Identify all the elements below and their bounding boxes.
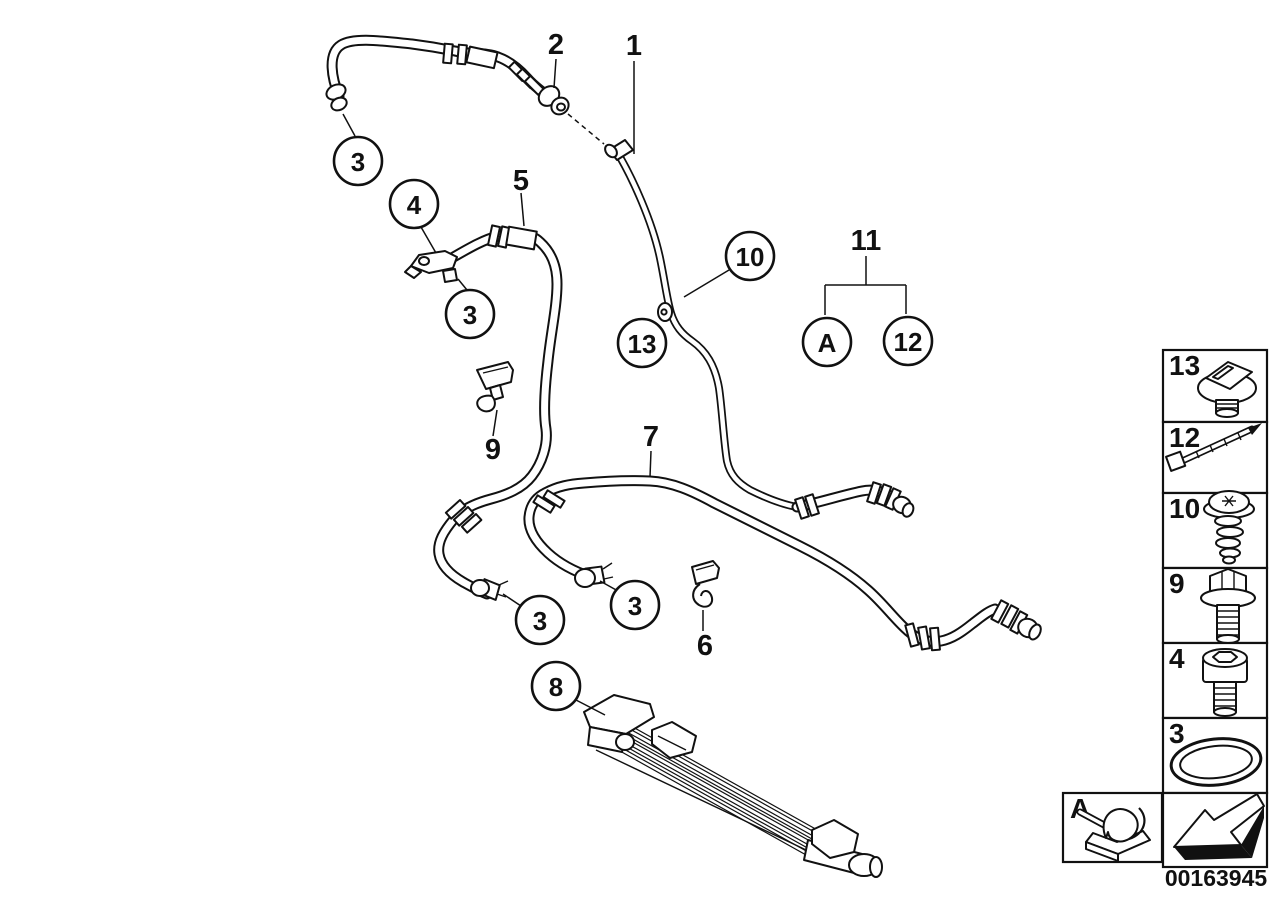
- hose-7-artwork: [523, 475, 1042, 652]
- svg-text:3: 3: [351, 147, 365, 177]
- callout-label-1[interactable]: 1: [626, 30, 642, 62]
- tapping-screw-icon: [1203, 490, 1255, 565]
- pipe-1-artwork: [604, 139, 915, 520]
- callout-circle-3a[interactable]: 3: [332, 135, 384, 187]
- callout-11-bracket: [824, 256, 907, 315]
- hose2-coupling: [465, 45, 499, 70]
- spring-clip-icon: [1076, 807, 1151, 862]
- pipe1-clamp: [804, 493, 820, 517]
- svg-text:3: 3: [463, 300, 477, 330]
- hose5-rib: [452, 506, 475, 527]
- legend-box-4[interactable]: 4: [1161, 641, 1269, 720]
- hose5-rib: [460, 513, 483, 534]
- socket-head-screw-icon: [1202, 648, 1248, 717]
- hose7-rib: [917, 625, 931, 651]
- callouts: 2 1 3 4 5 3 13 10 11 A 12: [332, 29, 934, 712]
- callout-circle-3b[interactable]: 3: [444, 288, 496, 340]
- hose2-fitting-nut: [330, 96, 348, 112]
- hose7-end-rib: [990, 599, 1010, 624]
- legend-box-10[interactable]: 10: [1161, 490, 1269, 570]
- svg-text:13: 13: [1169, 350, 1200, 381]
- callout-label-5[interactable]: 5: [513, 165, 529, 197]
- legend-box-12[interactable]: 12: [1161, 420, 1269, 495]
- callout-circle-3d[interactable]: 3: [609, 579, 661, 631]
- cooler-outlet-cap: [869, 856, 883, 878]
- callout-circle-4[interactable]: 4: [388, 178, 440, 230]
- svg-text:12: 12: [1169, 422, 1200, 453]
- bracket-9-artwork: [476, 361, 514, 413]
- hose-2-artwork: [325, 34, 570, 116]
- clamp-6-artwork: [691, 560, 720, 608]
- legend-box-a[interactable]: A: [1061, 791, 1164, 864]
- callout-circle-13[interactable]: 13: [616, 317, 668, 369]
- hose5-coupling: [505, 225, 538, 251]
- hose7-connector-ring: [574, 568, 596, 588]
- callout-circle-12[interactable]: 12: [882, 315, 934, 367]
- pipe1-fitting-cap: [604, 143, 618, 159]
- svg-text:10: 10: [736, 242, 765, 272]
- hex-flange-bolt-icon: [1200, 568, 1256, 644]
- expansion-rivet-icon: [1197, 361, 1257, 418]
- cooler-port: [615, 733, 635, 751]
- svg-text:13: 13: [628, 329, 657, 359]
- hose2-clamp: [442, 42, 454, 65]
- cable-tie-icon: [1165, 423, 1262, 472]
- hose7-clamp: [532, 494, 556, 514]
- legend-box-9[interactable]: 9: [1161, 566, 1269, 645]
- pipe1-end-rib: [875, 483, 893, 507]
- callout-circle-10[interactable]: 10: [724, 230, 776, 282]
- direction-arrow-icon: [1173, 793, 1265, 860]
- hose7-end-rib: [1000, 604, 1020, 629]
- callout-label-7[interactable]: 7: [643, 421, 659, 453]
- hose7-clamp: [542, 489, 566, 509]
- svg-text:A: A: [818, 328, 837, 358]
- cooler-clip-left: [651, 721, 697, 759]
- hose7-end-cap: [1028, 623, 1042, 641]
- leader-lines: [342, 58, 907, 716]
- callout-label-6[interactable]: 6: [697, 630, 713, 662]
- cooler-clip-right: [811, 819, 859, 859]
- legend-box-3[interactable]: 3: [1161, 716, 1269, 795]
- bracket-4-artwork: [404, 250, 458, 283]
- pipe1-clamp: [794, 496, 810, 520]
- svg-text:4: 4: [1169, 643, 1185, 674]
- callout-label-2[interactable]: 2: [548, 29, 564, 61]
- hose5-clamp: [487, 224, 501, 248]
- svg-text:3: 3: [1169, 718, 1185, 749]
- callout-circle-8[interactable]: 8: [530, 660, 582, 712]
- svg-text:8: 8: [549, 672, 563, 702]
- svg-text:3: 3: [533, 606, 547, 636]
- svg-text:10: 10: [1169, 493, 1200, 524]
- hose2-connector-bore: [556, 102, 566, 112]
- pipe1-end-cap: [901, 502, 915, 518]
- pipe1-eyelet-hole: [660, 308, 668, 316]
- callout-circle-a[interactable]: A: [801, 316, 853, 368]
- cooler-front-edge: [595, 749, 847, 870]
- hose-5-artwork: [433, 224, 563, 601]
- hose5-rib: [444, 499, 467, 520]
- callout-circle-3c[interactable]: 3: [514, 594, 566, 646]
- callout-label-9[interactable]: 9: [485, 434, 501, 466]
- image-number: 00163945: [1165, 865, 1268, 891]
- svg-text:9: 9: [1169, 568, 1185, 599]
- hose5-connector-ring: [470, 579, 490, 597]
- o-ring-icon: [1169, 737, 1263, 787]
- callout-label-11[interactable]: 11: [851, 225, 882, 257]
- legend-column: 13 12: [1061, 348, 1269, 869]
- pipe1-end-rib: [866, 481, 882, 505]
- svg-text:12: 12: [894, 327, 923, 357]
- legend-arrow-box[interactable]: [1161, 791, 1269, 869]
- svg-text:4: 4: [407, 190, 422, 220]
- hose7-rib: [904, 622, 920, 648]
- hose7-rib: [929, 626, 941, 652]
- legend-box-13[interactable]: 13: [1161, 348, 1269, 424]
- svg-text:3: 3: [628, 591, 642, 621]
- hose2-clamp: [456, 43, 468, 66]
- oil-cooler-8-artwork: [583, 694, 883, 878]
